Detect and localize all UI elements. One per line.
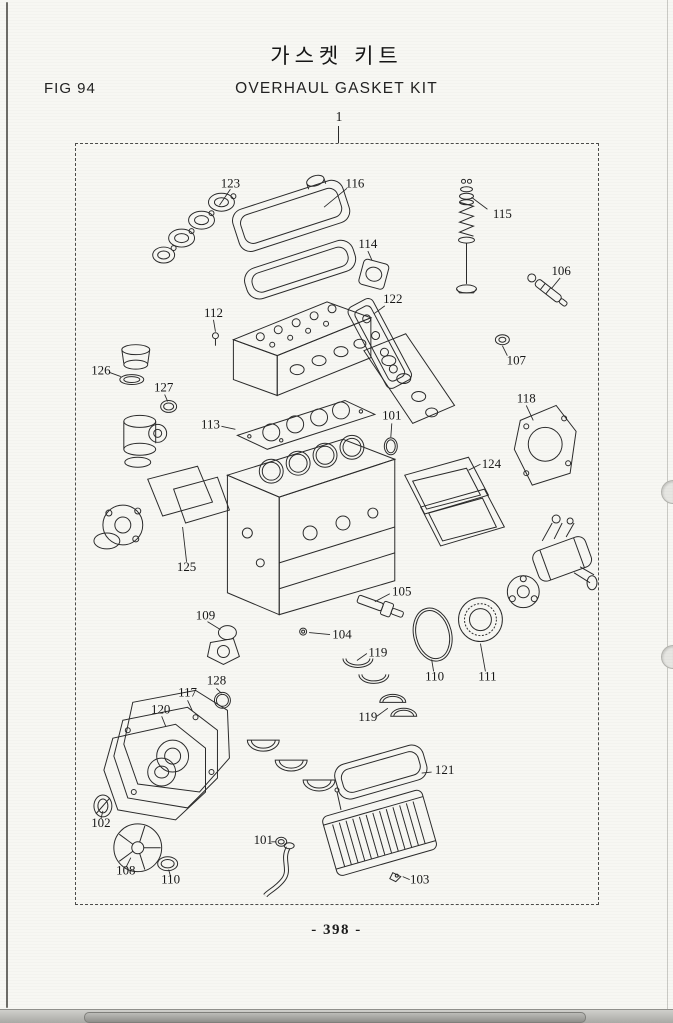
page-title: OVERHAUL GASKET KIT [235, 80, 438, 97]
callout-113: 113 [201, 416, 220, 431]
callout-127: 127 [154, 380, 174, 395]
engine-block [225, 434, 397, 616]
scrollbar-thumb[interactable] [84, 1012, 586, 1023]
injection-pump [506, 514, 598, 609]
callout-101: 101 [382, 407, 401, 422]
bolt-112 [211, 332, 219, 346]
horizontal-scrollbar[interactable] [0, 1009, 673, 1023]
fig-label: FIG 94 [44, 80, 96, 97]
callout-115: 115 [493, 206, 512, 221]
callout-110a: 110 [425, 668, 444, 683]
part-drawings [93, 174, 598, 898]
oring-101b [275, 836, 288, 847]
assembly-callout-line [338, 126, 339, 143]
callout-105: 105 [392, 584, 411, 599]
oil-pan-gasket [334, 744, 428, 800]
exhaust-manifold-gaskets [152, 192, 237, 264]
oring-109 [217, 625, 237, 641]
binder-notch [661, 480, 673, 504]
water-pump-and-plates [93, 465, 231, 550]
leader-lines [100, 187, 561, 881]
gasket-122 [347, 298, 412, 389]
callout-112: 112 [204, 305, 223, 320]
clip-103 [389, 871, 402, 883]
callout-101b: 101 [254, 832, 273, 847]
scan-edge-line [6, 2, 8, 1008]
valve-and-spring [456, 178, 477, 294]
page-number: - 398 - [311, 922, 362, 938]
callout-104: 104 [332, 627, 352, 642]
washer-107 [494, 334, 510, 346]
thermostat-housing [123, 414, 168, 468]
gaskets-124 [404, 456, 506, 547]
oring-110b [157, 856, 179, 872]
callout-119b: 119 [358, 709, 377, 724]
callout-117: 117 [178, 684, 197, 699]
oring-110 [412, 607, 453, 662]
thrust-washers-119 [342, 658, 390, 684]
callout-108: 108 [116, 863, 135, 878]
oil-strainer [206, 637, 240, 666]
water-pump-fan [113, 823, 163, 873]
dipstick-tube [263, 842, 295, 898]
callout-111: 111 [478, 668, 496, 683]
oring-101 [383, 437, 398, 456]
callout-124: 124 [482, 456, 502, 471]
assembly-callout-1: 1 [335, 109, 343, 124]
cylinder-head-gasket [236, 399, 377, 450]
gasket-126 [119, 374, 145, 386]
plug-104 [299, 627, 308, 636]
callout-103: 103 [410, 872, 429, 887]
oil-pressure-sensor [356, 594, 404, 618]
page-right-edge [667, 0, 668, 1023]
callout-122: 122 [383, 291, 402, 306]
bearing-shells-119b [379, 693, 418, 717]
callout-106: 106 [551, 263, 571, 278]
diagram-dashed-border: 123 116 115 114 106 112 122 126 127 107 … [75, 143, 599, 905]
callout-119a: 119 [368, 644, 387, 659]
rear-plate-gasket [513, 404, 577, 486]
valve-cover [232, 174, 351, 252]
valve-cover-gasket [244, 239, 357, 300]
oil-seal-111 [458, 597, 503, 643]
callout-121: 121 [435, 762, 454, 777]
callout-102: 102 [91, 815, 110, 830]
filler-cap [121, 344, 151, 370]
intake-manifold [363, 333, 456, 425]
cylinder-head [232, 301, 373, 397]
main-bearing-shells [246, 739, 342, 811]
callout-109: 109 [196, 608, 215, 623]
callout-114: 114 [358, 236, 377, 251]
callout-126: 126 [91, 363, 111, 378]
callout-118: 118 [517, 390, 536, 405]
callout-116: 116 [345, 175, 364, 190]
cover-102 [93, 794, 113, 818]
gasket-114 [358, 258, 390, 290]
binder-notch [661, 645, 673, 669]
callout-123: 123 [221, 175, 240, 190]
oring-127 [160, 399, 178, 413]
title-korean: 가스켓 키트 [270, 45, 403, 68]
callout-120: 120 [151, 701, 170, 716]
glow-plug [527, 273, 568, 307]
exploded-diagram: 123 116 115 114 106 112 122 126 127 107 … [91, 174, 598, 898]
callout-128: 128 [207, 672, 226, 687]
callout-labels: 123 116 115 114 106 112 122 126 127 107 … [91, 175, 571, 886]
oring-128 [213, 691, 231, 709]
oil-pan [322, 789, 437, 876]
callout-107: 107 [507, 353, 527, 368]
callout-125: 125 [177, 559, 196, 574]
callout-110b: 110 [161, 872, 180, 887]
